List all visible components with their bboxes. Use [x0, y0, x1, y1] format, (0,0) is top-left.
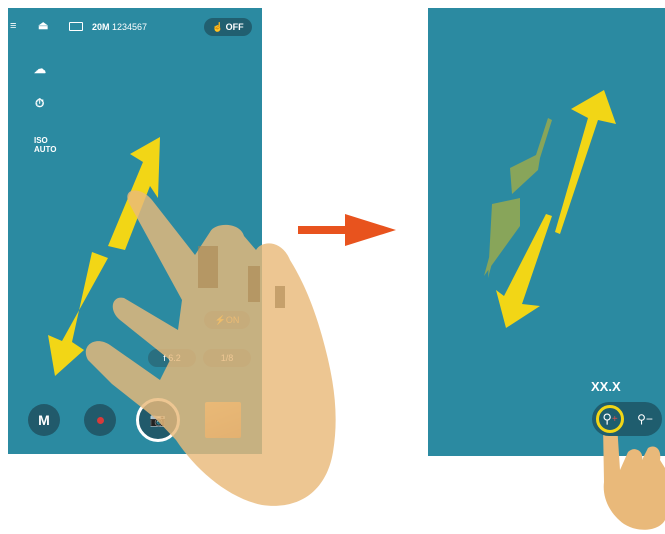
flash-pill[interactable]: ⚡ ON: [204, 311, 250, 329]
transition-arrow-icon: [298, 214, 396, 246]
zoom-in-icon: ⚲: [602, 411, 612, 427]
shutter-value: 1/8: [221, 353, 234, 363]
shutter-pill[interactable]: 1/8: [203, 349, 251, 367]
hand-gesture-icon: ☝: [212, 22, 223, 33]
shutter-button[interactable]: 📷: [136, 398, 180, 442]
shot-count: 1234567: [112, 22, 147, 32]
zoom-in-sign: +: [612, 414, 618, 425]
flash-icon: ⚡: [215, 315, 226, 326]
aperture-pill[interactable]: f 6.2: [148, 349, 196, 367]
mode-label: M: [38, 412, 50, 428]
zoom-in-button[interactable]: ⚲ +: [596, 405, 624, 433]
gesture-toggle-label: OFF: [226, 22, 244, 32]
zoom-out-icon: ⚲: [637, 412, 646, 426]
flash-label: ON: [226, 315, 240, 325]
zoom-out-sign: −: [646, 412, 653, 426]
zoom-value-label: XX.X: [591, 379, 621, 394]
record-button[interactable]: [84, 404, 116, 436]
iso-label[interactable]: ISO: [34, 136, 48, 145]
gallery-thumbnail[interactable]: [205, 402, 241, 438]
self-timer-off-icon[interactable]: ⏱: [35, 96, 44, 111]
battery-icon: [69, 22, 83, 31]
gesture-toggle-button[interactable]: ☝ OFF: [204, 18, 252, 36]
record-dot-icon: [97, 417, 104, 424]
camera-screen-after: [428, 8, 665, 456]
iso-value[interactable]: AUTO: [34, 145, 57, 154]
eject-icon[interactable]: ⏏: [38, 19, 48, 32]
menu-icon[interactable]: ≡: [10, 20, 16, 32]
cloud-icon[interactable]: ☁: [34, 62, 46, 76]
zoom-out-button[interactable]: ⚲ −: [632, 406, 658, 432]
resolution-label: 20M: [92, 22, 110, 32]
camera-screen-before: ≡ ⏏ 20M 1234567 ☝ OFF ☁ ⏱ ISO AUTO ⚡ ON …: [8, 8, 262, 454]
aperture-value: f 6.2: [163, 353, 181, 363]
camera-icon: 📷: [150, 412, 166, 428]
mode-button[interactable]: M: [28, 404, 60, 436]
